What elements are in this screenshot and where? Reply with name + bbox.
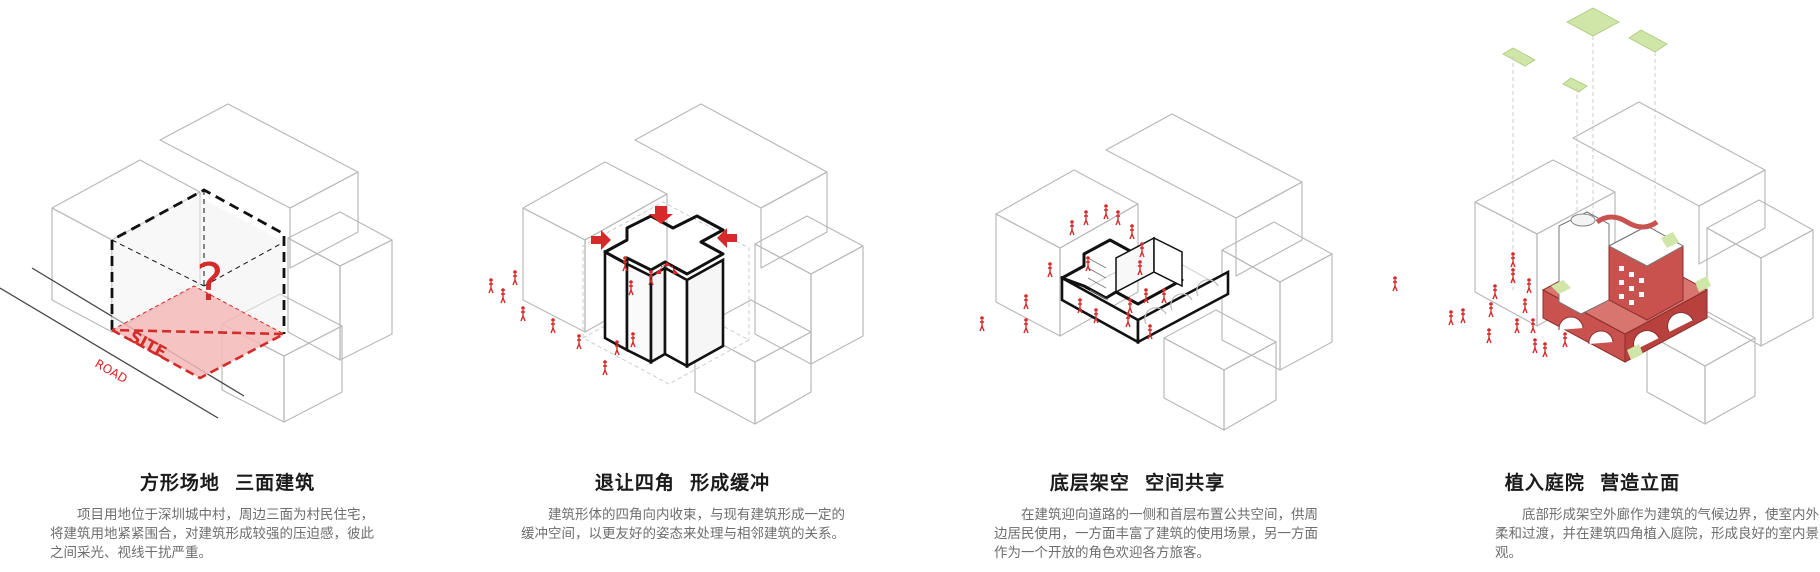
- site-diagram: ? SITE ROAD: [0, 103, 393, 423]
- neighbor-building-right: [754, 215, 864, 365]
- person-figure: [1047, 262, 1053, 278]
- neighbor-building-right: [1221, 221, 1333, 371]
- person-figure: [1448, 310, 1454, 326]
- neighbor-building-left: [995, 169, 1139, 337]
- red-facade-building: [1541, 211, 1711, 363]
- person-figure: [576, 334, 582, 350]
- person-figure: [630, 332, 636, 348]
- person-figure: [1085, 256, 1091, 272]
- panel-description: 底部形成架空外廊作为建筑的气候边界，使室内外柔和过渡，并在建筑四角植入庭院，形成…: [1495, 507, 1819, 561]
- panel-courtyard: 植入庭院 营造立面 底部形成架空外廊作为建筑的气候边界，使室内外柔和过渡，并在建…: [1365, 0, 1820, 572]
- setback-arrows: [591, 206, 737, 274]
- person-figure: [1562, 332, 1568, 348]
- person-figure: [1093, 308, 1099, 324]
- person-figure: [512, 270, 518, 286]
- neighbor-building-back: [1105, 113, 1303, 277]
- person-figure: [1127, 298, 1133, 314]
- elevated-building-outline: [1060, 236, 1230, 345]
- neighbor-building-front: [694, 299, 812, 425]
- person-figure: [1139, 242, 1145, 258]
- person-figure: [1514, 318, 1520, 334]
- panel-title: 植入庭院 营造立面: [1504, 472, 1681, 494]
- panel-pilotis: 底层架空 空间共享 在建筑迎向道路的一侧和首层布置公共空间，供周边居民使用，一方…: [910, 0, 1365, 572]
- panel-title: 退让四角 形成缓冲: [594, 472, 771, 494]
- person-figure: [1129, 224, 1135, 240]
- neighbor-building-back: [634, 103, 828, 269]
- neighbor-building-front: [1163, 309, 1277, 431]
- person-figure: [628, 280, 634, 296]
- setback-diagram: [488, 103, 864, 425]
- person-figure: [1077, 298, 1083, 314]
- person-figure: [1526, 278, 1532, 294]
- person-figure: [648, 270, 654, 286]
- road-edge-line: [0, 287, 219, 419]
- person-figure: [614, 340, 620, 356]
- neighbor-building-back: [159, 103, 359, 269]
- person-figure: [488, 278, 494, 294]
- person-figure: [1510, 252, 1516, 268]
- person-figure: [1492, 284, 1498, 300]
- person-figure: [1147, 324, 1153, 340]
- person-figure: [1069, 220, 1075, 236]
- panel-description: 项目用地位于深圳城中村，周边三面为村民住宅，将建筑用地紧紧围合，对建筑形成较强的…: [50, 507, 374, 561]
- person-figure: [1392, 276, 1398, 292]
- person-figure: [1125, 312, 1131, 328]
- floating-garden-planes: [1502, 7, 1668, 93]
- person-figure: [1161, 288, 1167, 304]
- person-figure: [622, 256, 628, 272]
- pilotis-diagram: [979, 113, 1333, 431]
- person-figure: [1542, 342, 1548, 358]
- person-figure: [1488, 302, 1494, 318]
- site-outline-dashed: [582, 201, 750, 385]
- person-figure: [1103, 204, 1109, 220]
- person-figure: [1137, 260, 1143, 276]
- person-figure: [1460, 308, 1466, 324]
- person-figure: [979, 316, 985, 332]
- panel-site: ? SITE ROAD 方形场地 三面建筑 项目用地位于深圳城中村，周边三面为村…: [0, 0, 455, 572]
- panel-title: 方形场地 三面建筑: [139, 472, 316, 494]
- panel-description: 在建筑迎向道路的一侧和首层布置公共空间，供周边居民使用，一方面丰富了建筑的使用场…: [994, 507, 1318, 561]
- site-volume: [110, 188, 290, 380]
- person-figure: [1143, 288, 1149, 304]
- person-figure: [500, 288, 506, 304]
- road-label: ROAD: [93, 356, 130, 386]
- panel-setback: 退让四角 形成缓冲 建筑形体的四角向内收束，与现有建筑形成一定的缓冲空间，以更友…: [455, 0, 910, 572]
- person-figure: [1023, 294, 1029, 310]
- panel-description: 建筑形体的四角向内收束，与现有建筑形成一定的缓冲空间，以更友好的姿态来处理与相邻…: [521, 507, 845, 542]
- person-figure: [1522, 298, 1528, 314]
- person-figure: [1115, 210, 1121, 226]
- courtyard-diagram: [1392, 7, 1814, 425]
- cross-shaped-building: [603, 214, 725, 369]
- panel-title: 底层架空 空间共享: [1049, 472, 1226, 494]
- person-figure: [1023, 318, 1029, 334]
- person-figure: [1530, 318, 1536, 334]
- question-mark: ?: [196, 253, 224, 313]
- neighbor-building-back: [1572, 101, 1766, 265]
- neighbor-building-right: [287, 211, 393, 361]
- person-figure: [1083, 210, 1089, 226]
- person-figure: [602, 360, 608, 376]
- person-figure: [1510, 268, 1516, 284]
- neighbor-building-right: [1706, 199, 1814, 347]
- person-figure: [520, 306, 526, 322]
- person-figure: [1486, 328, 1492, 344]
- person-figure: [1532, 338, 1538, 354]
- person-figure: [550, 318, 556, 334]
